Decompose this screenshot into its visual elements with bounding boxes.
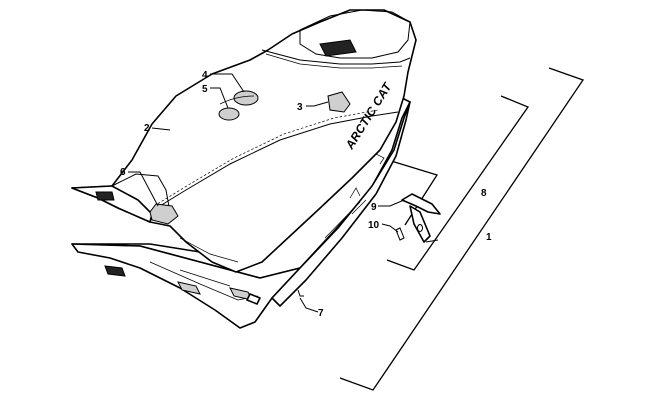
clip-9	[401, 193, 441, 215]
strap-slot	[104, 265, 126, 277]
callout-1: 1	[486, 232, 492, 243]
tab-left	[177, 281, 201, 295]
assembly-brackets	[339, 67, 585, 391]
front-strap	[95, 191, 115, 201]
cushion-body	[71, 9, 417, 273]
callout-10: 10	[368, 220, 380, 231]
callouts: 1 2 3 4 5 6 7 8 9 10	[120, 70, 492, 319]
clip-7	[297, 289, 304, 297]
hardware-9-10	[395, 193, 441, 243]
callout-7: 7	[318, 308, 324, 319]
hump-top-panel	[299, 9, 411, 59]
pad-4	[233, 90, 259, 106]
pad-3	[327, 91, 351, 113]
callout-9: 9	[371, 202, 377, 213]
hump-logo-patch	[319, 39, 357, 57]
grab-handle-6	[149, 203, 179, 225]
seat-cushion	[71, 9, 417, 273]
callout-3: 3	[297, 102, 303, 113]
base-side-rail	[271, 101, 411, 307]
bracket-9-10	[387, 159, 439, 226]
leader-lines	[128, 73, 405, 313]
side-seam	[149, 111, 399, 213]
bracket-1	[339, 67, 585, 391]
callout-2: 2	[144, 123, 150, 134]
rear-hump-seam	[261, 49, 411, 65]
callout-6: 6	[120, 167, 126, 178]
rear-latch	[246, 293, 261, 305]
callout-4: 4	[202, 70, 208, 81]
bracket-8	[386, 95, 529, 271]
callout-5: 5	[202, 84, 208, 95]
callout-8: 8	[481, 188, 487, 199]
pad-5	[218, 107, 240, 121]
fastener-10	[395, 227, 405, 241]
